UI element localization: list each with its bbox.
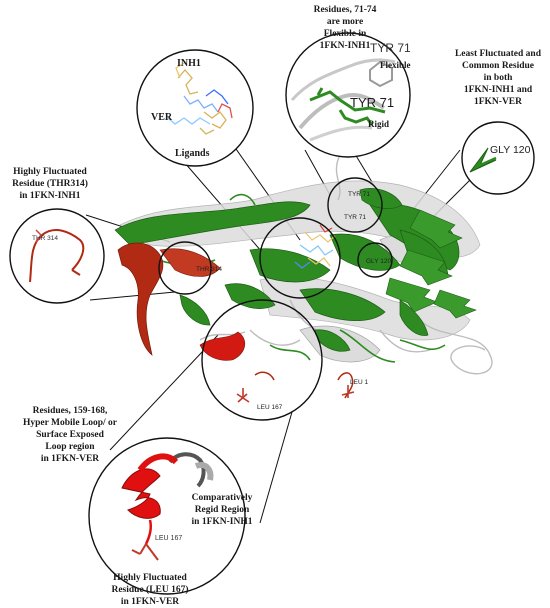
ligand-sticks xyxy=(294,224,336,269)
ann-least-line2: Common Residue xyxy=(462,61,534,71)
annotation-least-fluctuated: Least Fluctuated and Common Residue in b… xyxy=(455,49,542,107)
ann-rigid-line1: Comparatively xyxy=(192,493,253,503)
ann-thr-line2: Residue (THR314) xyxy=(12,178,88,189)
annotation-highly-fluct-leu: Highly Fluctuated Residue (LEU 167) in 1… xyxy=(111,573,188,607)
ligand-inh1-label: INH1 xyxy=(177,58,201,69)
small-circles xyxy=(158,177,393,421)
thr314-site-circle xyxy=(158,241,212,295)
zoom-ligands: INH1 VER Ligands xyxy=(136,49,254,167)
leu167-site-circle xyxy=(201,299,323,421)
ann-leu-line1: Highly Fluctuated xyxy=(113,573,187,583)
red-sticks xyxy=(236,385,355,403)
zoom-gly120: GLY 120 xyxy=(461,121,535,195)
label-leu1: LEU 1 xyxy=(350,379,368,386)
ann-least-line4: 1FKN-INH1 and xyxy=(464,85,533,95)
zoom-tyr71: TYR 71 Flexible TYR 71 Rigid xyxy=(285,32,411,158)
zoom-leu167: LEU 167 xyxy=(88,437,246,595)
label-gly120: GLY 120 xyxy=(366,258,391,265)
ann-71-74-line4: 1FKN-INH1 xyxy=(320,41,371,51)
ligand-drawing xyxy=(167,61,233,135)
ann-159-line5: in 1FKN-VER xyxy=(41,454,99,464)
tyr71-drawing xyxy=(290,58,396,142)
ann-leu-line3: in 1FKN-VER xyxy=(121,597,179,607)
ann-least-line3: in both xyxy=(484,73,513,83)
tyr71-site-circle xyxy=(327,177,383,233)
tyr71-rigid-label: TYR 71 xyxy=(350,95,394,110)
ann-least-line5: 1FKN-VER xyxy=(474,97,522,107)
ann-rigid-line2: Regid Region xyxy=(195,505,250,515)
label-thr314: THR 314 xyxy=(196,266,222,273)
ann-71-74-line1: Residues, 71-74 xyxy=(314,5,377,15)
ann-159-line1: Residues, 159-168, xyxy=(33,406,108,416)
label-tyr71-b: TYR 71 xyxy=(344,214,366,221)
flexible-label: Flexible xyxy=(380,60,411,70)
ann-thr-line1: Highly Fluctuated xyxy=(13,167,87,177)
annotation-residues-159-168: Residues, 159-168, Hyper Mobile Loop/ or… xyxy=(23,406,118,464)
gly120-site-circle xyxy=(357,242,393,278)
ann-71-74-line2: are more xyxy=(327,17,363,27)
leu167-zoom-label: LEU 167 xyxy=(155,535,182,542)
ligands-label: Ligands xyxy=(175,148,210,159)
annotation-highly-fluct-thr: Highly Fluctuated Residue (THR314) in 1F… xyxy=(12,167,88,201)
label-tyr71-a: TYR 71 xyxy=(348,191,370,198)
ann-least-line1: Least Fluctuated and xyxy=(455,49,542,59)
ann-71-74-line3: Flexible in xyxy=(324,29,367,39)
gly120-label: GLY 120 xyxy=(490,144,531,156)
thr314-label: THR 314 xyxy=(32,235,58,242)
ligand-site-circle xyxy=(259,217,341,299)
annotation-residues-71-74: Residues, 71-74 are more Flexible in 1FK… xyxy=(314,5,377,51)
ann-thr-line3: in 1FKN-INH1 xyxy=(20,191,81,201)
protein-structure: TYR 71 TYR 71 GLY 120 THR 314 LEU 167 LE… xyxy=(114,154,493,411)
label-leu167: LEU 167 xyxy=(257,404,283,411)
leu167-drawing xyxy=(121,452,214,561)
protein-label-text: TYR 71 TYR 71 GLY 120 THR 314 LEU 167 LE… xyxy=(196,191,391,411)
rigid-label: Rigid xyxy=(368,119,389,129)
ann-159-line3: Surface Exposed xyxy=(36,430,105,440)
ann-159-line4: Loop region xyxy=(45,442,95,452)
tyr71-flexible-label: TYR 71 xyxy=(370,41,411,55)
ann-rigid-line3: in 1FKN-INH1 xyxy=(192,517,253,527)
green-sheets xyxy=(385,209,477,319)
ligand-ver-label: VER xyxy=(151,112,173,123)
annotation-comparatively-rigid: Comparatively Regid Region in 1FKN-INH1 xyxy=(192,493,253,527)
thr314-drawing xyxy=(29,229,85,283)
ann-159-line2: Hyper Mobile Loop/ or xyxy=(23,418,118,428)
ann-leu-line2: Residue (LEU 167) xyxy=(111,584,188,595)
zoom-thr314: THR 314 xyxy=(9,208,105,304)
